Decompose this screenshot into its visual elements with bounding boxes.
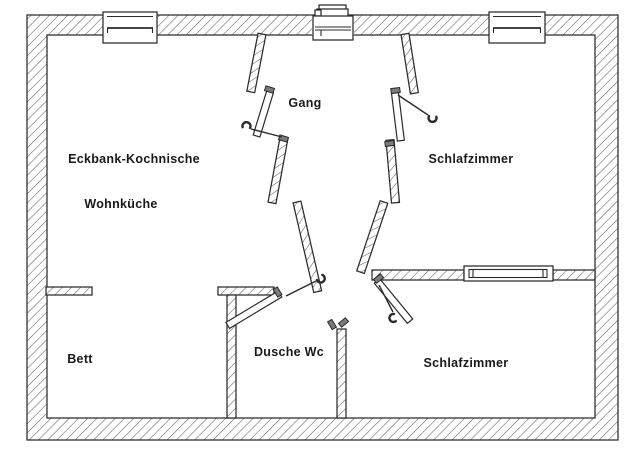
label-gang: Gang: [288, 96, 321, 110]
wall-gang-right-lower: [355, 199, 389, 275]
label-wohnkueche: Wohnküche: [84, 197, 157, 211]
label-dusche-wc: Dusche Wc: [254, 345, 324, 359]
wall-dusche-stub: [217, 286, 275, 296]
outer-walls: [26, 14, 619, 441]
swing-arrow-schlafzimmer-top: [397, 94, 439, 125]
label-schlafzimmer-bottom: Schlafzimmer: [424, 356, 509, 370]
door-schlafzimmer-bottom: [337, 273, 414, 328]
wall-gang-left-mid: [267, 136, 289, 205]
interior-walls: [45, 32, 596, 419]
entrance-door-icon: [312, 4, 354, 41]
label-bett: Bett: [67, 352, 93, 366]
wall-gang-left-lower: [292, 200, 323, 294]
window-top-right: [488, 11, 546, 44]
door-schlafzimmer-top: [384, 86, 405, 148]
wall-bett-dusche: [226, 294, 237, 419]
door-swing-arrows: [240, 94, 439, 324]
label-schlafzimmer-top: Schlafzimmer: [429, 152, 514, 166]
interior-window-icon: [463, 265, 554, 282]
label-eckbank-kochnische: Eckbank-Kochnische: [68, 152, 200, 166]
swing-arrow-schlafzimmer-bottom: [378, 284, 397, 324]
swing-arrow-wohnkueche: [240, 119, 283, 138]
wall-schlafzimmer-top-right: [552, 269, 596, 281]
wall-bett-stub: [45, 286, 93, 296]
wall-schlafzimmer-top-left: [371, 269, 465, 281]
swing-arrow-dusche-wc: [285, 273, 328, 297]
wall-gang-left-upper: [246, 32, 267, 94]
wall-dusche-schlafzimmer: [336, 328, 347, 419]
wall-gang-right-upper: [400, 32, 420, 95]
room-labels: Gang Eckbank-Kochnische Wohnküche Schlaf…: [67, 96, 513, 370]
window-top-left: [102, 11, 158, 44]
door-dusche-wc: [225, 286, 338, 331]
wall-gang-right-mid: [385, 138, 401, 204]
